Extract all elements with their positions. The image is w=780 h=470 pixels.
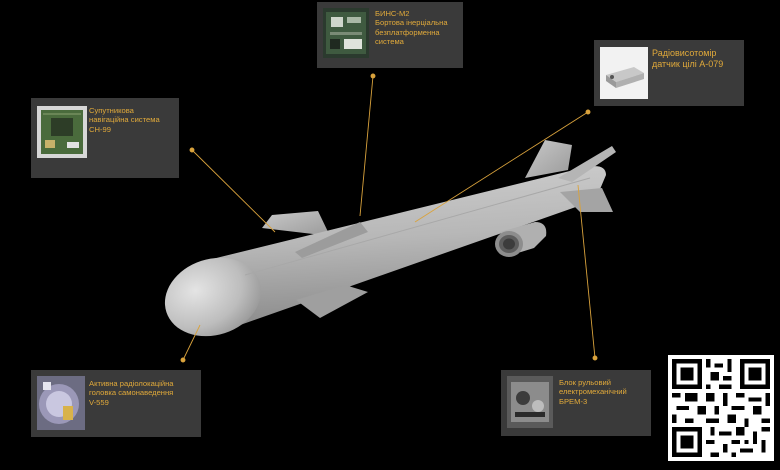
lower-tail-fin — [560, 188, 613, 212]
navigation-board-thumbnail — [37, 106, 87, 158]
callout-seeker: Активна радіолокаційна головка самонавед… — [31, 370, 201, 437]
callout-satnav: Супутникова навігаційна система СН-99 — [31, 98, 179, 178]
callout-bins: БИНС-М2 Бортова інерціальна безплатформе… — [317, 2, 463, 68]
altimeter-module-thumbnail — [600, 47, 648, 99]
upper-tail-fin — [525, 140, 572, 178]
missile-nose — [164, 257, 262, 337]
callout-satnav-text: Супутникова навігаційна система СН-99 — [89, 106, 160, 134]
callout-bins-text: БИНС-М2 Бортова інерціальна безплатформе… — [375, 9, 448, 47]
callout-seeker-text: Активна радіолокаційна головка самонавед… — [89, 379, 174, 407]
circuit-board-thumbnail — [323, 8, 369, 58]
engine-intake — [495, 222, 547, 257]
lower-front-fin — [296, 285, 368, 318]
callout-servo-text: Блок рульовий електромеханічний БРЕМ-3 — [559, 378, 627, 406]
rear-fin-tip — [558, 146, 616, 182]
callout-radio-altimeter: Радіовисотомір датчик цілі А-079 — [594, 40, 744, 106]
radar-seeker-thumbnail — [37, 376, 85, 430]
missile-body — [200, 166, 606, 330]
upper-front-fin — [262, 211, 330, 236]
servo-unit-thumbnail — [507, 376, 553, 428]
qr-code-icon — [668, 355, 774, 461]
callout-radio-altimeter-text: Радіовисотомір датчик цілі А-079 — [652, 48, 724, 69]
callout-servo: Блок рульовий електромеханічний БРЕМ-3 — [501, 370, 651, 436]
wing-panel — [295, 222, 368, 258]
